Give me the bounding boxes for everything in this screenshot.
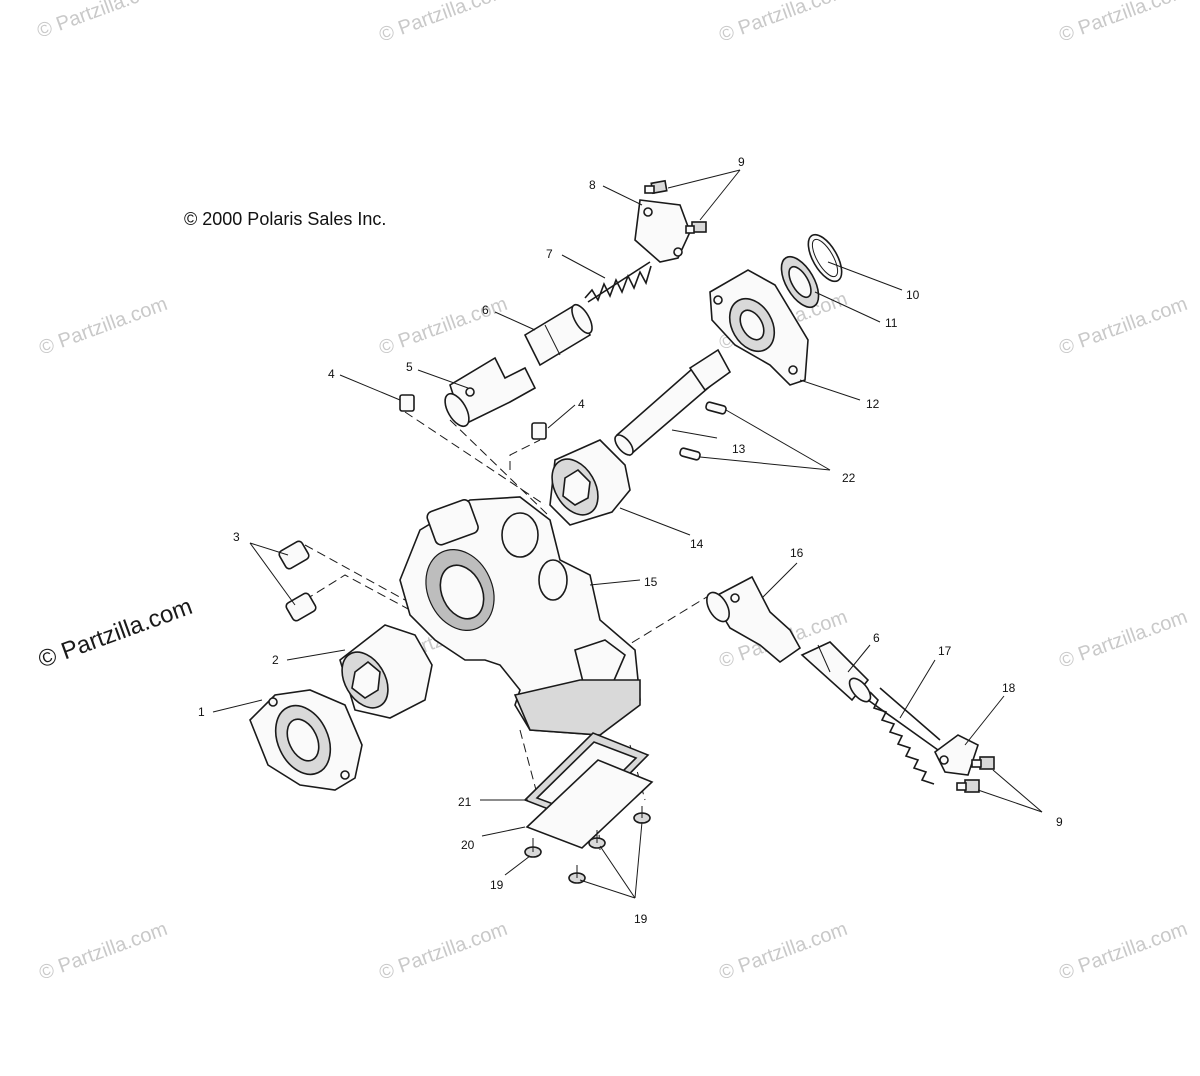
callout-9-upper[interactable]: 9 — [738, 155, 745, 169]
part-22-pin-upper[interactable] — [705, 401, 727, 415]
part-20-cover-plate[interactable] — [525, 759, 654, 849]
watermark-text: © Partzilla.com — [1056, 606, 1190, 673]
part-16-valve-sleeve[interactable] — [702, 575, 802, 664]
part-13-drive-shaft[interactable] — [612, 348, 732, 458]
callout-10[interactable]: 10 — [906, 288, 920, 302]
callout-18[interactable]: 18 — [1002, 681, 1016, 695]
callout-15[interactable]: 15 — [644, 575, 658, 589]
callout-19-group[interactable]: 19 — [634, 912, 648, 926]
part-4-dowel-pin-left[interactable] — [399, 394, 415, 412]
part-6-piston-lower[interactable] — [800, 641, 874, 705]
callout-9-lower[interactable]: 9 — [1056, 815, 1063, 829]
part-10-retaining-ring[interactable] — [802, 229, 849, 286]
watermark-text: © Partzilla.com — [1056, 918, 1190, 985]
part-18-cover-plate[interactable] — [933, 734, 979, 776]
part-15-pump-housing[interactable] — [399, 496, 641, 736]
part-14-pump-rotor[interactable] — [543, 439, 631, 526]
watermark-text: © Partzilla.com — [716, 0, 850, 47]
part-22-pin-lower[interactable] — [679, 447, 701, 461]
callout-8[interactable]: 8 — [589, 178, 596, 192]
copyright-text: © 2000 Polaris Sales Inc. — [184, 209, 386, 229]
part-19-screw[interactable] — [568, 865, 586, 884]
part-19-screw[interactable] — [633, 806, 651, 824]
callout-6-lower[interactable]: 6 — [873, 631, 880, 645]
part-9-bolt-upper[interactable] — [644, 179, 707, 234]
part-19-screw[interactable] — [524, 838, 542, 858]
watermark-text: © Partzilla.com — [376, 293, 510, 360]
callout-12[interactable]: 12 — [866, 397, 880, 411]
part-11-bearing[interactable] — [774, 251, 826, 313]
part-4-dowel-pin-right[interactable] — [531, 422, 547, 440]
callout-14[interactable]: 14 — [690, 537, 704, 551]
callout-6-upper[interactable]: 6 — [482, 303, 489, 317]
watermark-text: © Partzilla.com — [376, 918, 510, 985]
callout-labels: 1 2 3 4 4 5 6 6 7 8 9 9 10 11 12 13 14 1… — [198, 155, 1063, 926]
callout-11[interactable]: 11 — [885, 316, 898, 330]
callout-20[interactable]: 20 — [461, 838, 475, 852]
part-3-dowel-lower[interactable] — [285, 592, 318, 622]
part-17-spring-lower[interactable] — [867, 687, 941, 785]
callout-1[interactable]: 1 — [198, 705, 205, 719]
watermark-text: © Partzilla.com — [36, 918, 170, 985]
callout-4-right[interactable]: 4 — [578, 397, 585, 411]
watermark-text: © Partzilla.com — [716, 918, 850, 985]
watermark-text: © Partzilla.com — [36, 293, 170, 360]
callout-13[interactable]: 13 — [732, 442, 746, 456]
watermark-text: © Partzilla.com — [376, 0, 510, 47]
part-5-valve-sleeve[interactable] — [440, 356, 537, 430]
part-12-pump-cover[interactable] — [709, 269, 809, 386]
part-6-piston-upper[interactable] — [523, 302, 596, 367]
callout-21[interactable]: 21 — [458, 795, 472, 809]
callout-22[interactable]: 22 — [842, 471, 856, 485]
callout-19-left[interactable]: 19 — [490, 878, 504, 892]
leader-lines — [212, 169, 1043, 899]
part-7-spring-upper[interactable] — [584, 261, 652, 303]
part-8-cover-plate[interactable] — [634, 199, 691, 263]
part-1-pump-cover[interactable] — [249, 689, 363, 791]
callout-17[interactable]: 17 — [938, 644, 952, 658]
watermark-text: © Partzilla.com — [1056, 0, 1190, 47]
callout-2[interactable]: 2 — [272, 653, 279, 667]
callout-3[interactable]: 3 — [233, 530, 240, 544]
callout-16[interactable]: 16 — [790, 546, 804, 560]
callout-4-left[interactable]: 4 — [328, 367, 335, 381]
part-19-screw[interactable] — [588, 830, 606, 849]
callout-7[interactable]: 7 — [546, 247, 553, 261]
watermark-text: © Partzilla.com — [34, 0, 168, 43]
watermark-main-text: © Partzilla.com — [35, 593, 196, 674]
part-9-bolt-lower[interactable] — [956, 756, 995, 793]
callout-5[interactable]: 5 — [406, 360, 413, 374]
watermark-text: © Partzilla.com — [1056, 293, 1190, 360]
part-2-pump-rotor[interactable] — [333, 624, 433, 719]
part-3-dowel-upper[interactable] — [278, 540, 311, 570]
